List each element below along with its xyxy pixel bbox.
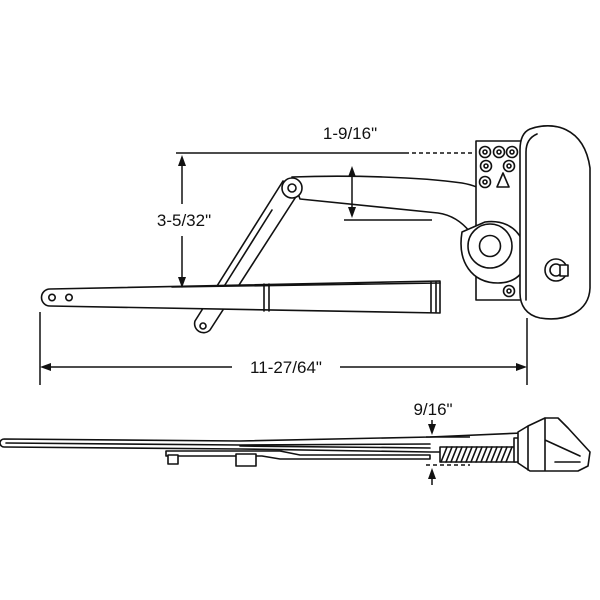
dimension-9-16: 9/16" [413, 400, 470, 485]
side-pivot-stud [167, 454, 179, 465]
base-arm [40, 280, 441, 314]
side-handle-detail [527, 417, 581, 471]
side-arm-bracket [235, 453, 257, 467]
arrowhead-down-icon [428, 424, 436, 435]
link-arm-edge-line [222, 209, 273, 289]
dimension-label: 3-5/32" [157, 211, 211, 230]
screw-head [506, 288, 512, 294]
gear-hub-bore [478, 234, 502, 258]
operator-side-view [0, 417, 591, 472]
arrowhead-right-icon [516, 363, 527, 371]
arrowhead-up-icon [348, 166, 356, 177]
arrowhead-left-icon [40, 363, 51, 371]
dimension-3-5-32: 3-5/32" [157, 155, 211, 288]
handle-cover [519, 125, 591, 320]
screw-head [506, 163, 512, 169]
dimension-11-27-64: 11-27/64" [39, 312, 528, 385]
base-arm-band [430, 281, 437, 313]
dimension-1-9-16: 1-9/16" [176, 124, 474, 221]
arrowhead-down-icon [348, 207, 356, 218]
dimension-label: 1-9/16" [323, 124, 377, 143]
screw-head [482, 149, 488, 155]
screw-head [483, 163, 489, 169]
mounting-screws [478, 145, 519, 298]
base-arm-hole [65, 293, 74, 302]
upper-arm-pivot-hole [287, 183, 297, 193]
side-arm-edge [239, 445, 431, 449]
plate-arrow-mark [496, 172, 510, 188]
screw-head [509, 149, 515, 155]
operator-plan-view [40, 125, 591, 334]
dimension-label: 11-27/64" [250, 358, 322, 377]
side-base-arm-edge [5, 442, 431, 446]
upper-arm [291, 175, 500, 233]
side-link-rail [165, 450, 431, 460]
side-gear-hatching [440, 446, 513, 463]
screw-head [482, 179, 488, 185]
base-arm-channel-line [171, 282, 441, 288]
dimension-label: 9/16" [413, 400, 452, 419]
arrowhead-up-icon [428, 468, 436, 479]
crank-stud [559, 264, 569, 277]
base-arm-hole [47, 293, 56, 302]
arrowhead-down-icon [178, 277, 186, 288]
screw-head [496, 149, 502, 155]
base-arm-band [263, 283, 270, 312]
handle-cover-rim [525, 133, 538, 301]
arrowhead-up-icon [178, 155, 186, 166]
link-arm-pivot-hole [199, 322, 207, 330]
